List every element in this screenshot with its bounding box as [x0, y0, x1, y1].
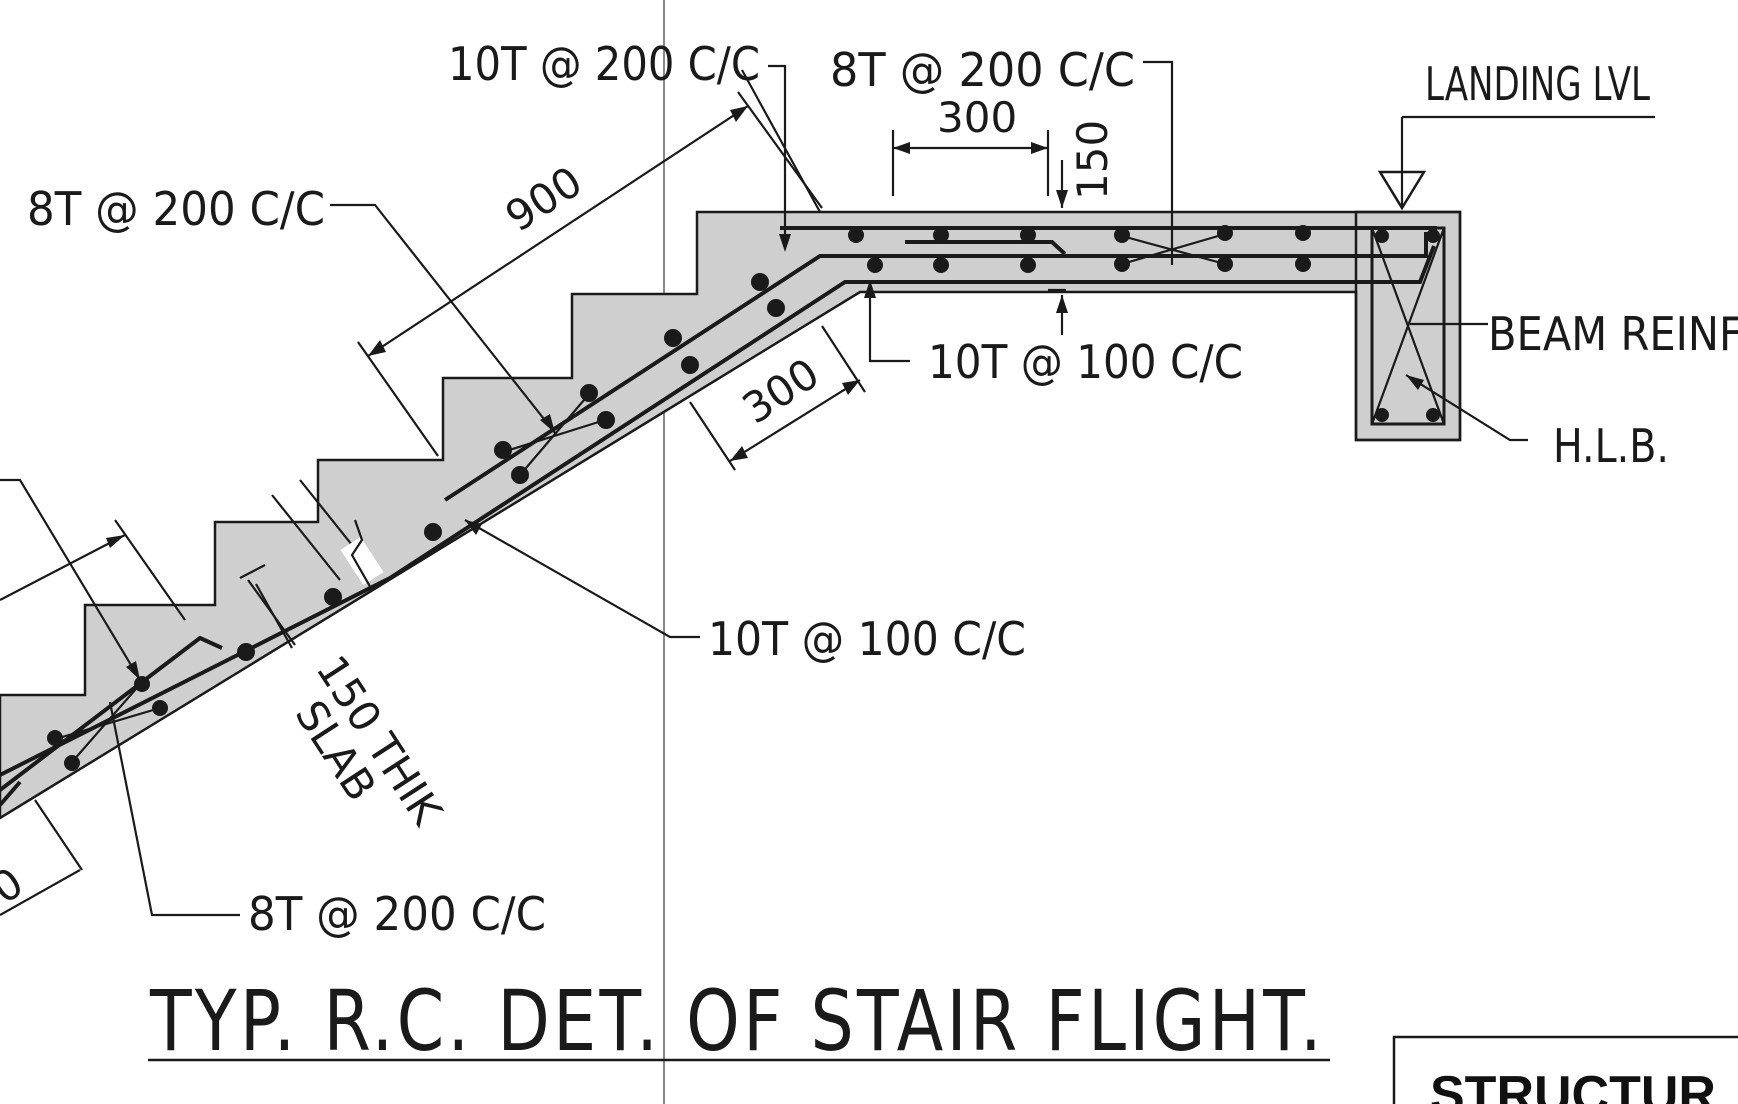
- top-bar-flight: [443, 232, 1428, 502]
- dim-landing-thk: [1048, 160, 1068, 335]
- landing-level-marker: [1377, 115, 1655, 211]
- landing-level-label: LANDING LVL: [1425, 57, 1650, 111]
- dim-flight-300: [689, 325, 866, 471]
- dim-landing-thk-text: 150: [1068, 120, 1117, 200]
- label-10t-200-top: 10T @ 200 C/C: [448, 37, 760, 91]
- label-10t-100-slab: 10T @ 100 C/C: [708, 612, 1026, 666]
- upper-bent-bar: [905, 240, 1067, 256]
- rebar-dots: [47, 225, 1440, 771]
- dim-flight-900-text: 900: [497, 157, 591, 242]
- break-line: [271, 479, 384, 591]
- label-8t-200-top-right: 8T @ 200 C/C: [830, 43, 1135, 97]
- slab-thickness-dim: [239, 564, 293, 649]
- label-beam-reinf: BEAM REINF: [1488, 307, 1738, 361]
- dim-flight-900: [357, 91, 823, 457]
- drawing-title: TYP. R.C. DET. OF STAIR FLIGHT.: [149, 972, 1325, 1070]
- landing-beam-section: [1354, 210, 1462, 442]
- crossed-bars-flight-upper: [502, 392, 606, 476]
- label-8t-200-left: 8T @ 200 C/C: [27, 182, 325, 236]
- leader-lines: [0, 60, 1528, 917]
- label-8t-200-lower: 8T @ 200 C/C: [248, 887, 546, 941]
- concrete-stair-section: [0, 210, 1462, 820]
- label-hlb: H.L.B.: [1553, 419, 1669, 473]
- crossed-bars-flight-lower: [51, 681, 161, 763]
- title-block-frame: [1392, 1035, 1738, 1104]
- dim-lower-left-text: 0: [0, 858, 32, 914]
- title-block-text: STRUCTUR: [1430, 1066, 1716, 1104]
- bottom-bar-flight: [0, 245, 1436, 777]
- crossed-bars-landing: [1121, 232, 1226, 266]
- dim-landing-width: [891, 130, 1050, 196]
- label-10t-100-landing: 10T @ 100 C/C: [928, 335, 1243, 389]
- lower-left-top-bar: [0, 635, 223, 792]
- dim-landing-width-text: 300: [937, 93, 1017, 142]
